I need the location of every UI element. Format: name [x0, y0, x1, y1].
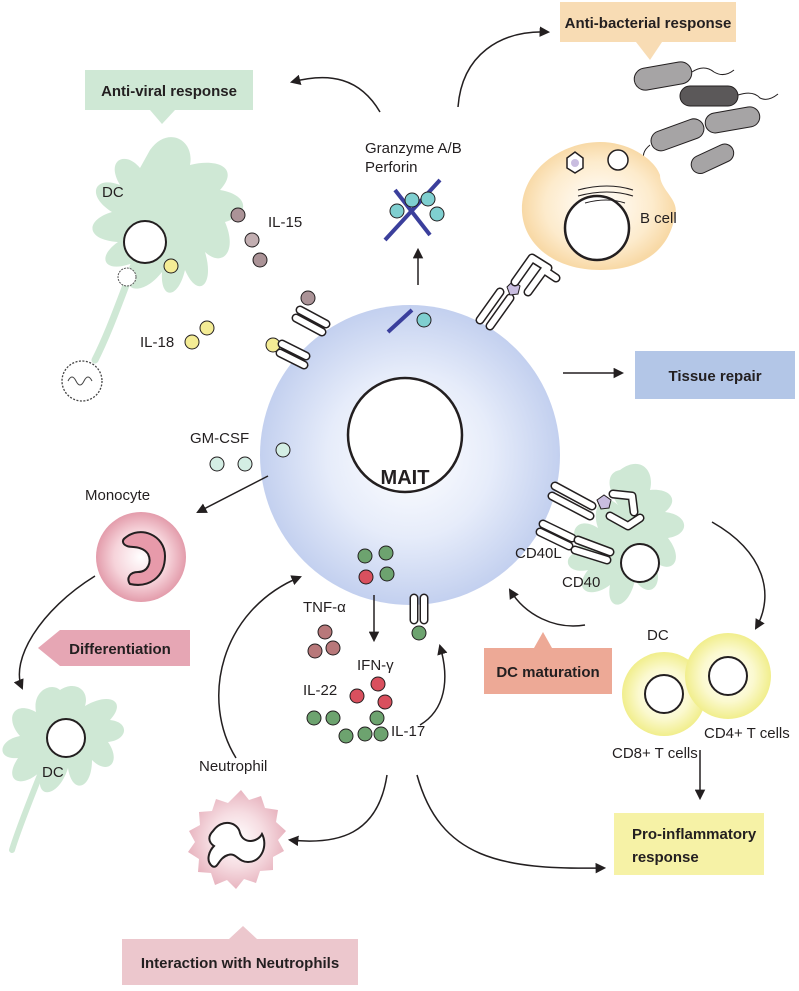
svg-text:Tissue repair: Tissue repair: [668, 368, 761, 385]
granzyme-perforin: Granzyme A/B Perforin: [365, 140, 462, 334]
il15-receptor-icon: [291, 290, 331, 337]
svg-text:IL-17: IL-17: [391, 723, 425, 740]
svg-text:response: response: [632, 849, 699, 866]
dc-top-label: DC: [102, 184, 124, 201]
mait-label: MAIT: [381, 467, 430, 489]
mait-cell: MAIT: [260, 305, 560, 605]
svg-text:Perforin: Perforin: [365, 159, 418, 176]
il18-receptor-icon: [265, 337, 311, 370]
arrow-il17-autocrine: [419, 643, 448, 726]
tissue-repair-box: Tissue repair: [635, 351, 795, 399]
il17-receptor-icon: [409, 593, 429, 641]
virus-particle-icon: [61, 360, 103, 402]
dendritic-cell-top: DC: [91, 137, 244, 364]
cd40l-cd40-icon: CD40L CD40: [515, 519, 615, 591]
arrow-to-proinflammatory: [416, 774, 607, 874]
arrow-to-t-cells: [711, 521, 766, 630]
secreted-cytokines: TNF-α IFN-γ IL-22 IL-17: [303, 545, 425, 744]
dendritic-cell-bottom-left: DC: [2, 685, 125, 853]
proinflammatory-response-box: Pro-inflammatory response: [614, 813, 764, 875]
mait-nucleus: [346, 376, 464, 494]
il15-label: IL-15: [268, 214, 302, 231]
arrow-monocyte-to-dc: [13, 575, 96, 690]
svg-text:Pro-inflammatory: Pro-inflammatory: [632, 826, 757, 843]
arrow-neutrophil-to-mait: [218, 575, 302, 759]
gmcsf-beads: GM-CSF: [190, 430, 291, 472]
mr1-tcr-right-icon: [547, 481, 645, 531]
bacteria-icon: [633, 61, 779, 174]
neutrophil-label: Neutrophil: [199, 758, 267, 775]
svg-text:Anti-viral response: Anti-viral response: [101, 83, 237, 100]
arrow-to-antibacterial: [457, 26, 551, 108]
antibacterial-response-box: Anti-bacterial response: [560, 2, 736, 60]
virus-icon: [117, 267, 137, 287]
neutrophil-interaction-box: Interaction with Neutrophils: [122, 926, 358, 985]
il18-beads: IL-18: [140, 258, 215, 351]
svg-text:GM-CSF: GM-CSF: [190, 430, 249, 447]
svg-text:Anti-bacterial response: Anti-bacterial response: [565, 15, 732, 32]
svg-text:IFN-γ: IFN-γ: [357, 657, 394, 674]
arrow-to-antiviral: [289, 74, 381, 113]
t-cells: CD8+ T cells CD4+ T cells: [612, 633, 790, 762]
cd4-label: CD4+ T cells: [704, 725, 790, 742]
il15-beads: IL-15: [230, 207, 302, 268]
cd40l-label: CD40L: [515, 545, 562, 562]
dc-maturation-box: DC maturation: [484, 632, 612, 694]
arrow-to-neutrophil: [287, 774, 388, 847]
cd40-label: CD40: [562, 574, 600, 591]
b-cell-label: B cell: [640, 210, 677, 227]
svg-text:Granzyme A/B: Granzyme A/B: [365, 140, 462, 157]
b-cell: B cell: [521, 142, 677, 270]
svg-text:IL-22: IL-22: [303, 682, 337, 699]
svg-text:Differentiation: Differentiation: [69, 641, 171, 658]
arrow-to-monocyte: [196, 475, 269, 513]
cd8-label: CD8+ T cells: [612, 745, 698, 762]
svg-text:TNF-α: TNF-α: [303, 599, 346, 616]
monocyte-cell: Monocyte: [85, 487, 186, 602]
svg-text:DC maturation: DC maturation: [496, 664, 599, 681]
monocyte-label: Monocyte: [85, 487, 150, 504]
differentiation-box: Differentiation: [38, 630, 190, 666]
svg-text:Interaction with Neutrophils: Interaction with Neutrophils: [141, 955, 339, 972]
il18-label: IL-18: [140, 334, 174, 351]
arrow-dc-maturation: [508, 588, 586, 627]
antiviral-response-box: Anti-viral response: [85, 70, 253, 124]
dendritic-cell-right: DC: [567, 463, 685, 644]
tcr-mr1-top-right-icon: [475, 253, 561, 331]
dc-bottom-left-label: DC: [42, 764, 64, 781]
dc-right-label: DC: [647, 627, 669, 644]
neutrophil-cell: Neutrophil: [188, 758, 286, 889]
